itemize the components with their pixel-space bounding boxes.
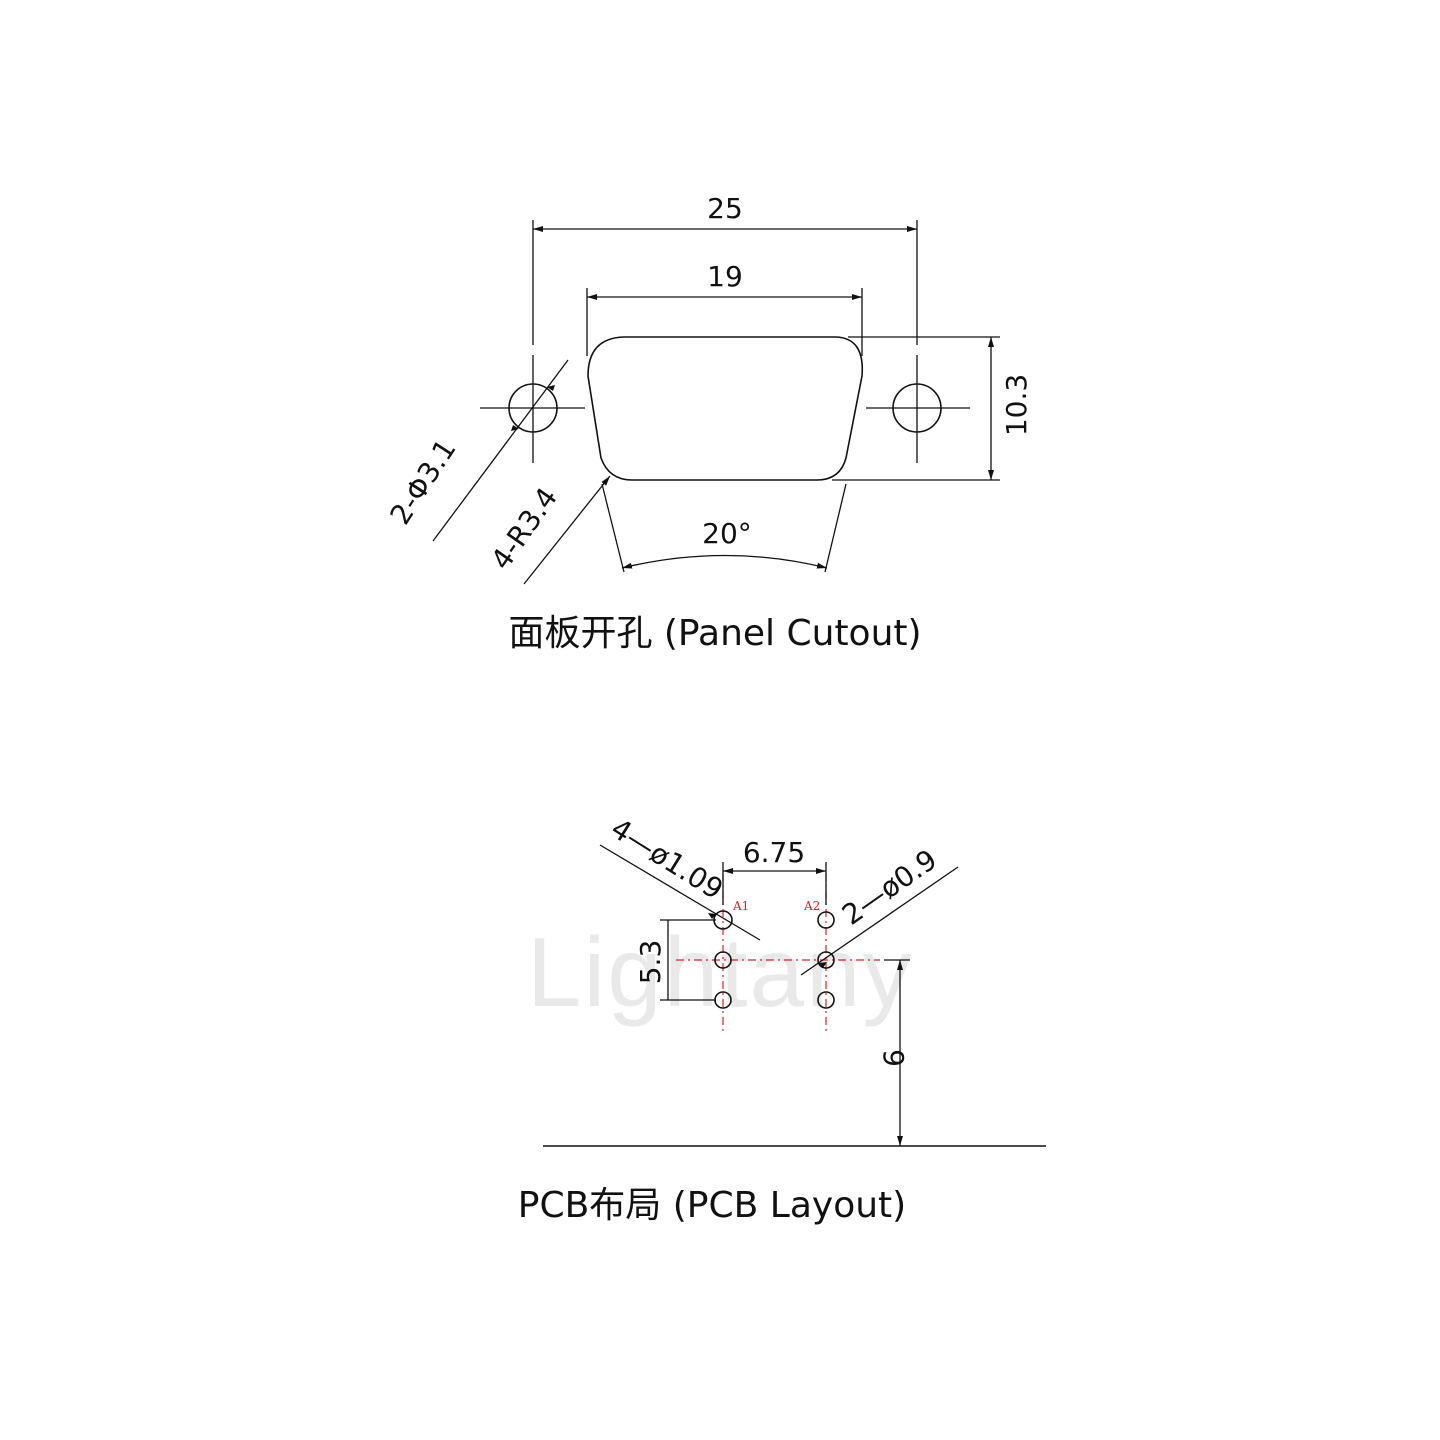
dim-angle: 20°	[601, 483, 847, 573]
pin-label-a1: A1	[732, 899, 749, 913]
pcb-hole	[714, 951, 732, 969]
dim-mount-holes-label: 2-Φ3.1	[383, 433, 462, 530]
dim-row-span-label: 5.3	[634, 940, 667, 985]
pcb-layout-title: PCB布局 (PCB Layout)	[518, 1185, 906, 1226]
d-sub-cutout-outline	[587, 336, 864, 481]
right-mounting-hole	[866, 355, 970, 463]
dim-column-pitch-label: 6.75	[743, 836, 805, 869]
dim-corner-radius: 4-R3.4	[484, 475, 611, 585]
panel-cutout-view: 25 19 10.3 2-Φ3.1 4-R3.4	[383, 192, 1033, 654]
pcb-hole	[817, 951, 835, 969]
dim-row-span: 5.3	[634, 919, 716, 1001]
dim-column-pitch: 6.75	[722, 836, 827, 905]
dim-board-offset-label: 9	[877, 1049, 910, 1067]
dim-angle-label: 20°	[702, 517, 752, 550]
dim-corner-radius-label: 4-R3.4	[484, 481, 564, 575]
dim-cutout-width-label: 19	[707, 260, 743, 293]
watermark: Lightany	[527, 917, 914, 1027]
dim-height-label: 10.3	[1000, 374, 1033, 436]
pcb-hole	[817, 991, 835, 1009]
dim-overall-width: 25	[532, 192, 918, 345]
dim-board-offset: 9	[877, 959, 910, 1146]
dim-height: 10.3	[832, 336, 1033, 481]
dim-overall-width-label: 25	[707, 192, 743, 225]
pcb-hole	[817, 911, 835, 929]
left-mounting-hole	[480, 355, 585, 463]
dim-cutout-width: 19	[586, 260, 863, 356]
panel-cutout-title: 面板开孔 (Panel Cutout)	[508, 613, 921, 654]
pin-label-a2: A2	[803, 899, 820, 913]
